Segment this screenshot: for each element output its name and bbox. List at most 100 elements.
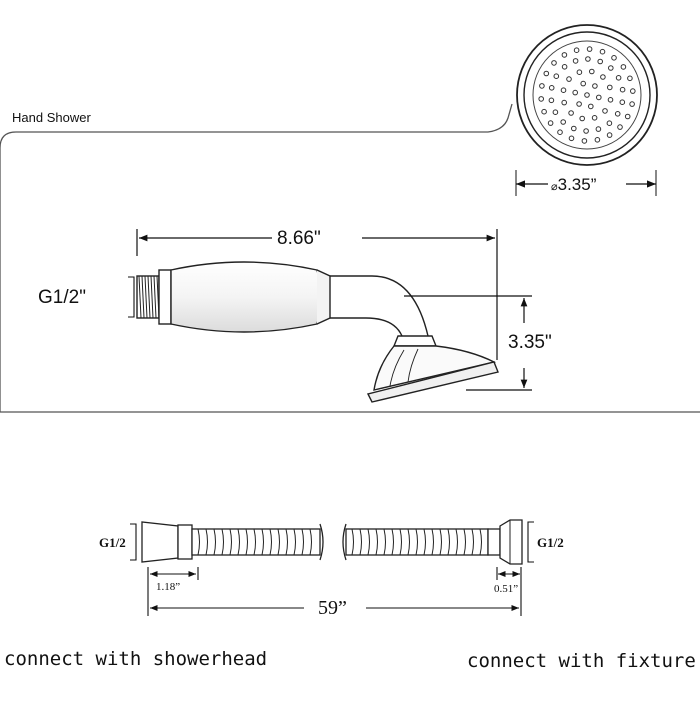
thread-line <box>153 275 157 319</box>
caption-fixture: connect with fixture <box>467 650 696 672</box>
head-height-dimension <box>404 295 532 391</box>
nozzle-hole <box>599 48 606 55</box>
nozzle-hole <box>538 96 545 102</box>
hose-rib <box>285 528 288 556</box>
nozzle-hole <box>583 128 589 134</box>
hose-rib <box>301 528 304 556</box>
diameter-symbol: ⌀ <box>551 181 558 193</box>
hose-rib <box>407 528 410 556</box>
nozzle-hole <box>611 55 617 61</box>
nozzle-hole <box>617 124 623 130</box>
hose-drawing <box>141 519 523 565</box>
nozzle-hole <box>573 47 580 54</box>
nozzle-hole <box>572 89 579 96</box>
nozzle-hole <box>594 137 601 143</box>
nozzle-hole <box>548 97 555 104</box>
nozzle-hole <box>586 46 593 52</box>
hose-rib <box>399 528 402 556</box>
hose-rib <box>205 528 208 556</box>
length-dimension <box>136 229 498 360</box>
nozzle-hole <box>560 87 567 93</box>
nozzle-hole <box>597 58 604 65</box>
hose-rib <box>415 528 418 556</box>
hose-rib <box>479 528 482 556</box>
thread-line <box>138 275 142 319</box>
hose-rib <box>431 528 434 556</box>
hose-rib <box>359 528 362 556</box>
nozzle-hole <box>541 108 547 115</box>
hose-rib <box>309 528 312 556</box>
thread-line <box>141 275 145 319</box>
nozzle-hole <box>606 120 613 126</box>
thread-bracket <box>128 276 135 318</box>
nozzle-hole <box>607 84 613 91</box>
nozzle-hole <box>551 60 557 66</box>
nozzle-hole <box>552 109 559 115</box>
nozzle-hole <box>619 86 626 93</box>
thread-label: G1/2" <box>38 287 86 308</box>
face-diameter-dimension <box>515 170 657 196</box>
nozzle-hole <box>548 85 555 91</box>
nozzle-hole <box>543 70 550 77</box>
thread-line <box>150 275 154 319</box>
hose-thread-left: G1/2 <box>99 535 126 550</box>
hose-rib <box>367 528 370 556</box>
hose-end-length-right: 0.51” <box>494 583 519 595</box>
hose-rib <box>213 528 216 556</box>
head-height-label: 3.35" <box>508 332 552 353</box>
hose-rib <box>277 528 280 556</box>
face-diameter-value: 3.35” <box>557 175 597 194</box>
nozzle-hole <box>624 113 631 120</box>
length-label: 8.66" <box>277 228 321 249</box>
nozzle-hole <box>615 75 622 81</box>
hose-rib <box>391 528 394 556</box>
nozzle-hole <box>595 126 602 132</box>
nozzle-hole <box>614 111 621 117</box>
hose-rib <box>269 528 272 556</box>
section-divider-top <box>0 103 513 149</box>
hose-thread-right: G1/2 <box>537 535 564 550</box>
hose-rib <box>463 528 466 556</box>
nozzle-hole <box>600 74 606 80</box>
hose-rib <box>471 528 474 556</box>
nozzle-hole <box>627 75 633 82</box>
nozzle-hole <box>629 101 635 107</box>
nozzle-hole <box>619 99 626 105</box>
nozzle-hole <box>608 65 614 71</box>
nozzle-hole <box>553 73 560 79</box>
caption-showerhead: connect with showerhead <box>4 648 268 670</box>
hose-rib <box>293 528 296 556</box>
hose-rib <box>439 528 442 556</box>
nozzle-hole <box>585 56 591 62</box>
nozzle-hole <box>566 76 572 82</box>
hose-rib <box>261 528 264 556</box>
hose-rib <box>383 528 386 556</box>
face-diameter-label: ⌀3.35” <box>551 176 596 193</box>
hose-rib <box>253 528 256 556</box>
hand-shower-side-view <box>136 261 499 403</box>
nozzle-hole <box>561 52 568 58</box>
section-title: Hand Shower <box>12 110 91 125</box>
nozzle-hole <box>630 88 636 94</box>
nozzle-hole <box>561 99 568 106</box>
nozzle-hole <box>584 92 590 98</box>
hose-rib <box>455 528 458 556</box>
hose-rib <box>351 528 354 556</box>
nozzle-hole <box>579 115 586 122</box>
hose-end-length-left: 1.18” <box>156 581 181 593</box>
nozzle-hole <box>592 83 598 89</box>
nozzle-hole <box>589 68 595 75</box>
nozzle-hole <box>572 58 579 64</box>
nozzle-hole <box>568 135 575 142</box>
nozzle-hole <box>581 138 588 144</box>
nozzle-hole <box>539 83 545 89</box>
nozzle-hole <box>596 94 602 101</box>
hose-total-length: 59” <box>318 597 347 619</box>
hose-rib <box>447 528 450 556</box>
hose-rib <box>237 528 240 556</box>
hose-dimensions <box>130 521 534 616</box>
hose-rib <box>245 528 248 556</box>
nozzle-hole <box>576 101 582 107</box>
nozzle-hole <box>571 125 577 132</box>
